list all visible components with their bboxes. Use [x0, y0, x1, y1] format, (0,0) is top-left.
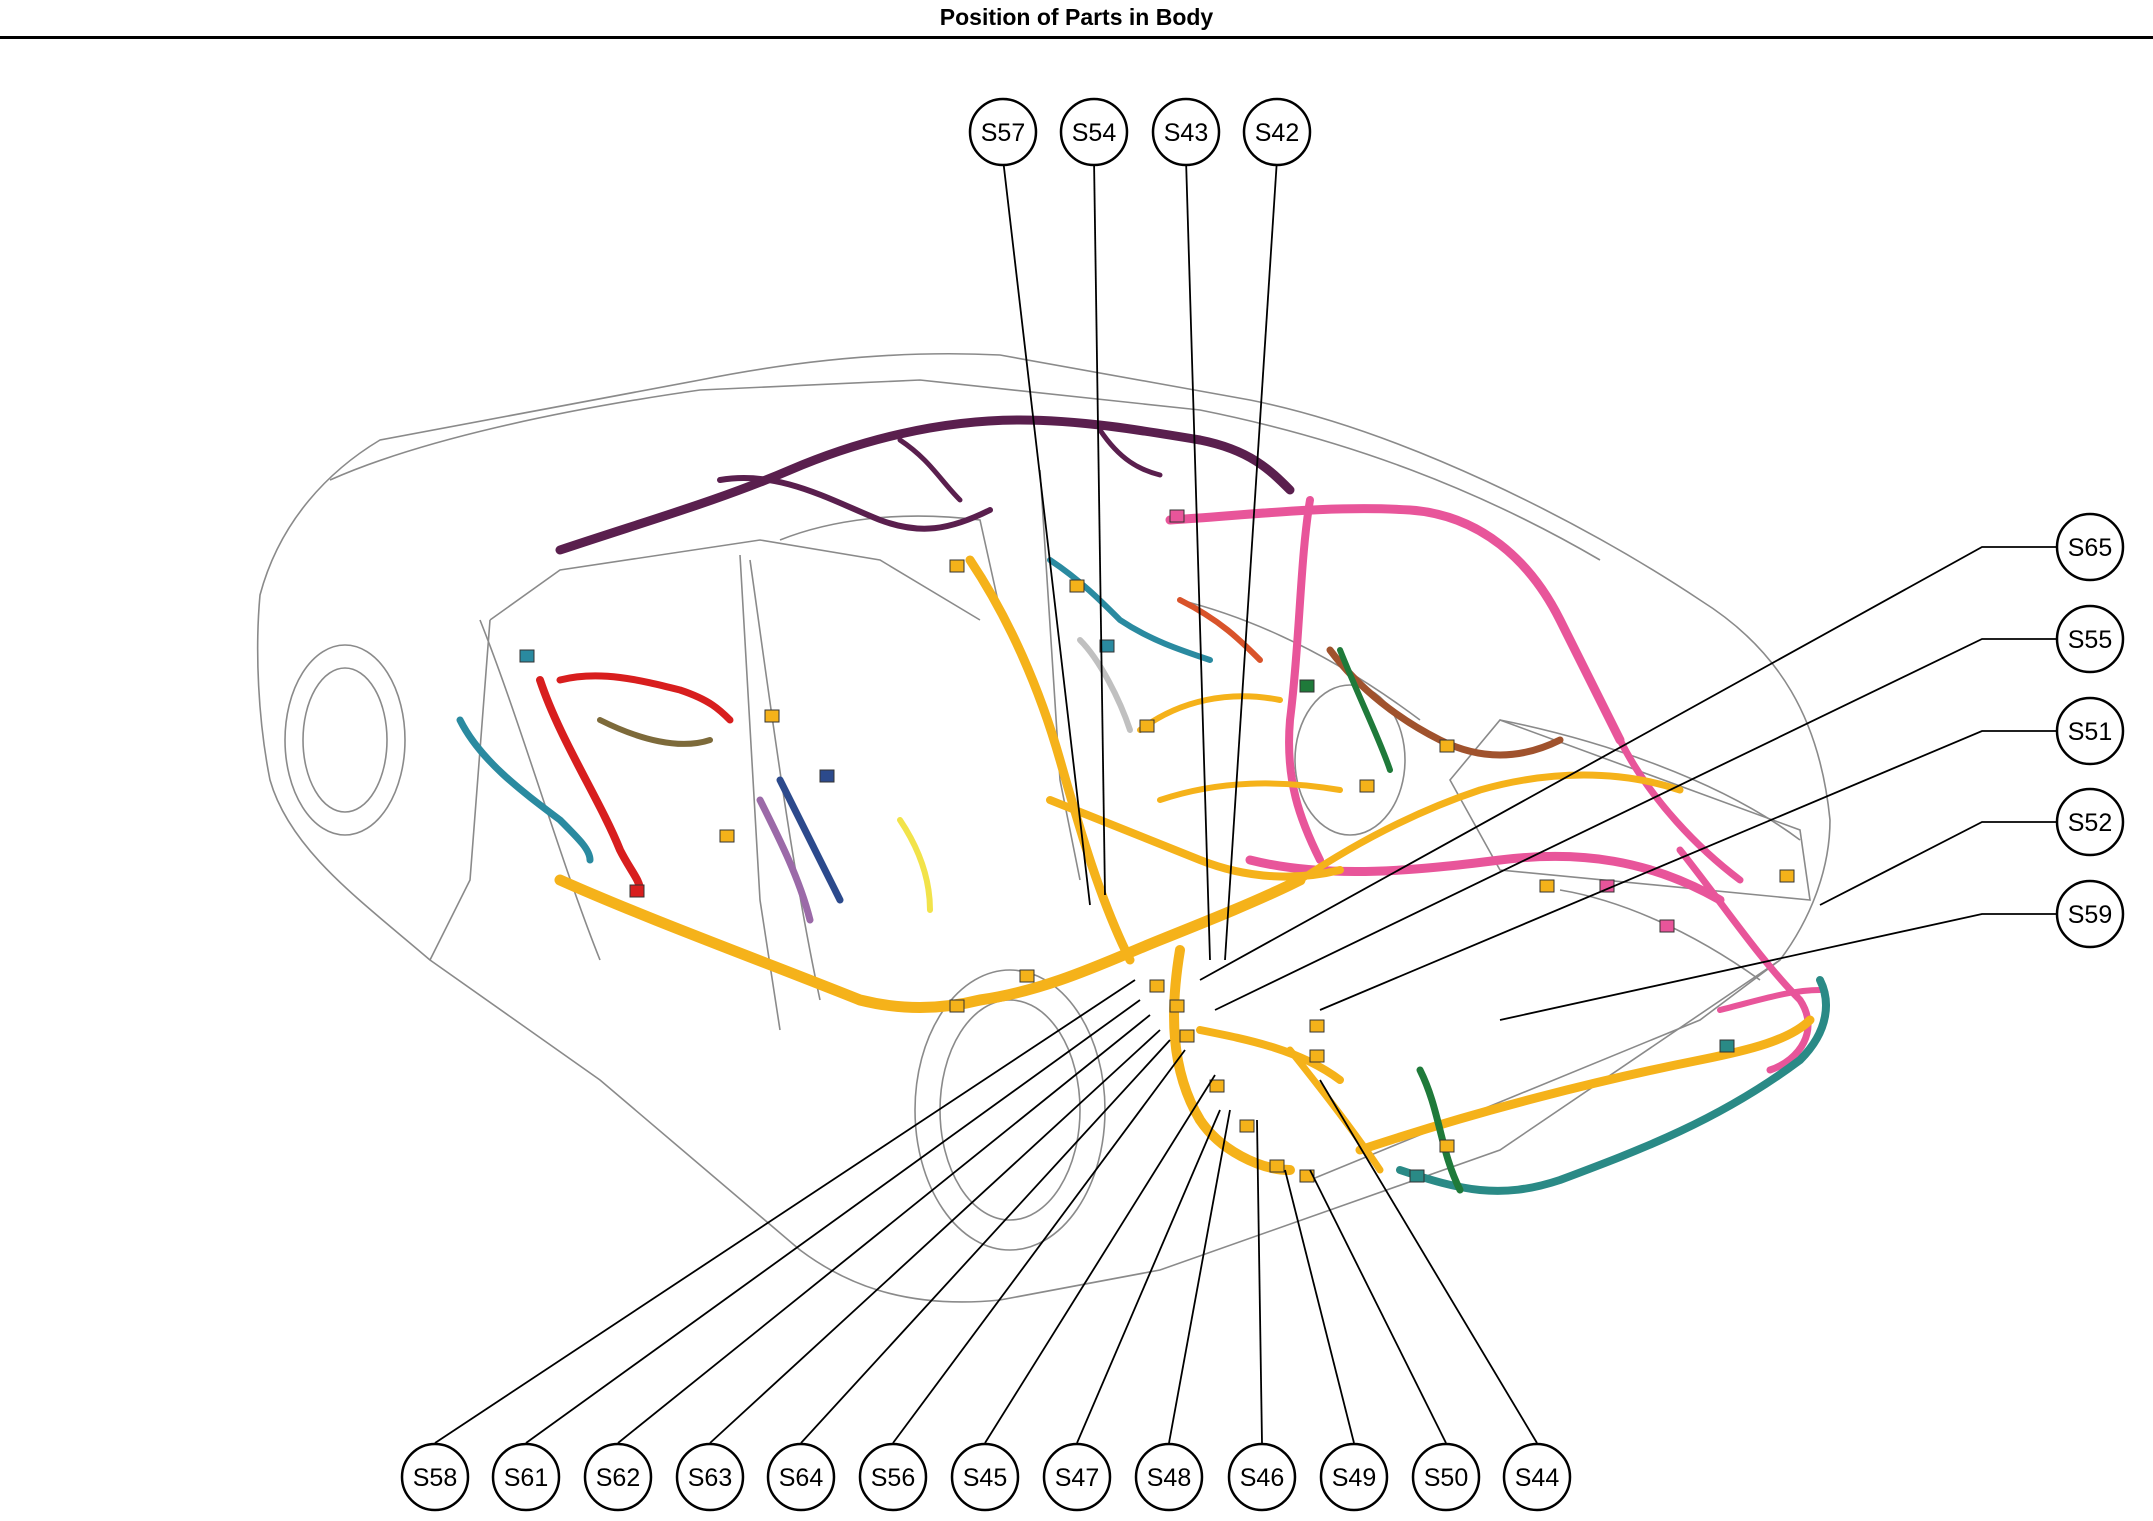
callout-S62: S62 — [583, 1442, 653, 1512]
front-door-harness — [536, 676, 644, 894]
main-body-harness — [554, 874, 1306, 1013]
svg-text:S59: S59 — [2068, 901, 2112, 929]
callout-S63: S63 — [675, 1442, 745, 1512]
callout-S48: S48 — [1134, 1442, 1204, 1512]
svg-text:S44: S44 — [1515, 1464, 1560, 1492]
svg-text:S54: S54 — [1072, 119, 1117, 147]
callout-S59: S59 — [2055, 879, 2125, 949]
roof-harness — [555, 415, 1295, 555]
callout-S54: S54 — [1059, 97, 1129, 167]
svg-text:S65: S65 — [2068, 534, 2112, 562]
callout-S56: S56 — [858, 1442, 928, 1512]
svg-text:S42: S42 — [1255, 119, 1299, 147]
callout-S45: S45 — [950, 1442, 1020, 1512]
svg-text:S52: S52 — [2068, 809, 2112, 837]
rear-door-harness — [776, 776, 844, 904]
callout-S65: S65 — [2055, 512, 2125, 582]
car-body-outline — [256, 352, 1831, 1303]
svg-text:S43: S43 — [1164, 119, 1208, 147]
wire-harnesses — [456, 415, 1830, 1195]
svg-text:S63: S63 — [688, 1464, 732, 1492]
rear-harness — [1165, 504, 1625, 745]
svg-text:S47: S47 — [1055, 1464, 1099, 1492]
callout-S58: S58 — [400, 1442, 470, 1512]
svg-text:S62: S62 — [596, 1464, 640, 1492]
floor-harness — [1396, 976, 1830, 1195]
callout-S64: S64 — [766, 1442, 836, 1512]
svg-text:S58: S58 — [413, 1464, 457, 1492]
svg-text:S48: S48 — [1147, 1464, 1191, 1492]
callout-S51: S51 — [2055, 696, 2125, 766]
svg-text:S51: S51 — [2068, 718, 2112, 746]
callout-S49: S49 — [1319, 1442, 1389, 1512]
svg-text:S49: S49 — [1332, 1464, 1376, 1492]
svg-text:S61: S61 — [504, 1464, 548, 1492]
page-title: Position of Parts in Body — [939, 4, 1214, 30]
callout-S43: S43 — [1151, 97, 1221, 167]
connectors — [519, 509, 1795, 1183]
svg-text:S56: S56 — [871, 1464, 915, 1492]
svg-text:S64: S64 — [779, 1464, 824, 1492]
callout-S61: S61 — [491, 1442, 561, 1512]
callout-S46: S46 — [1227, 1442, 1297, 1512]
svg-text:S57: S57 — [981, 119, 1025, 147]
title-rule — [0, 36, 2153, 39]
svg-text:S50: S50 — [1424, 1464, 1468, 1492]
callout-S44: S44 — [1502, 1442, 1572, 1512]
callout-S47: S47 — [1042, 1442, 1112, 1512]
svg-text:S55: S55 — [2068, 626, 2112, 654]
callout-S57: S57 — [968, 97, 1038, 167]
svg-text:S45: S45 — [963, 1464, 1007, 1492]
callout-S55: S55 — [2055, 604, 2125, 674]
leader-lines — [434, 158, 2057, 1444]
callout-S52: S52 — [2055, 787, 2125, 857]
callout-S50: S50 — [1411, 1442, 1481, 1512]
callout-S42: S42 — [1242, 97, 1312, 167]
svg-text:S46: S46 — [1240, 1464, 1284, 1492]
